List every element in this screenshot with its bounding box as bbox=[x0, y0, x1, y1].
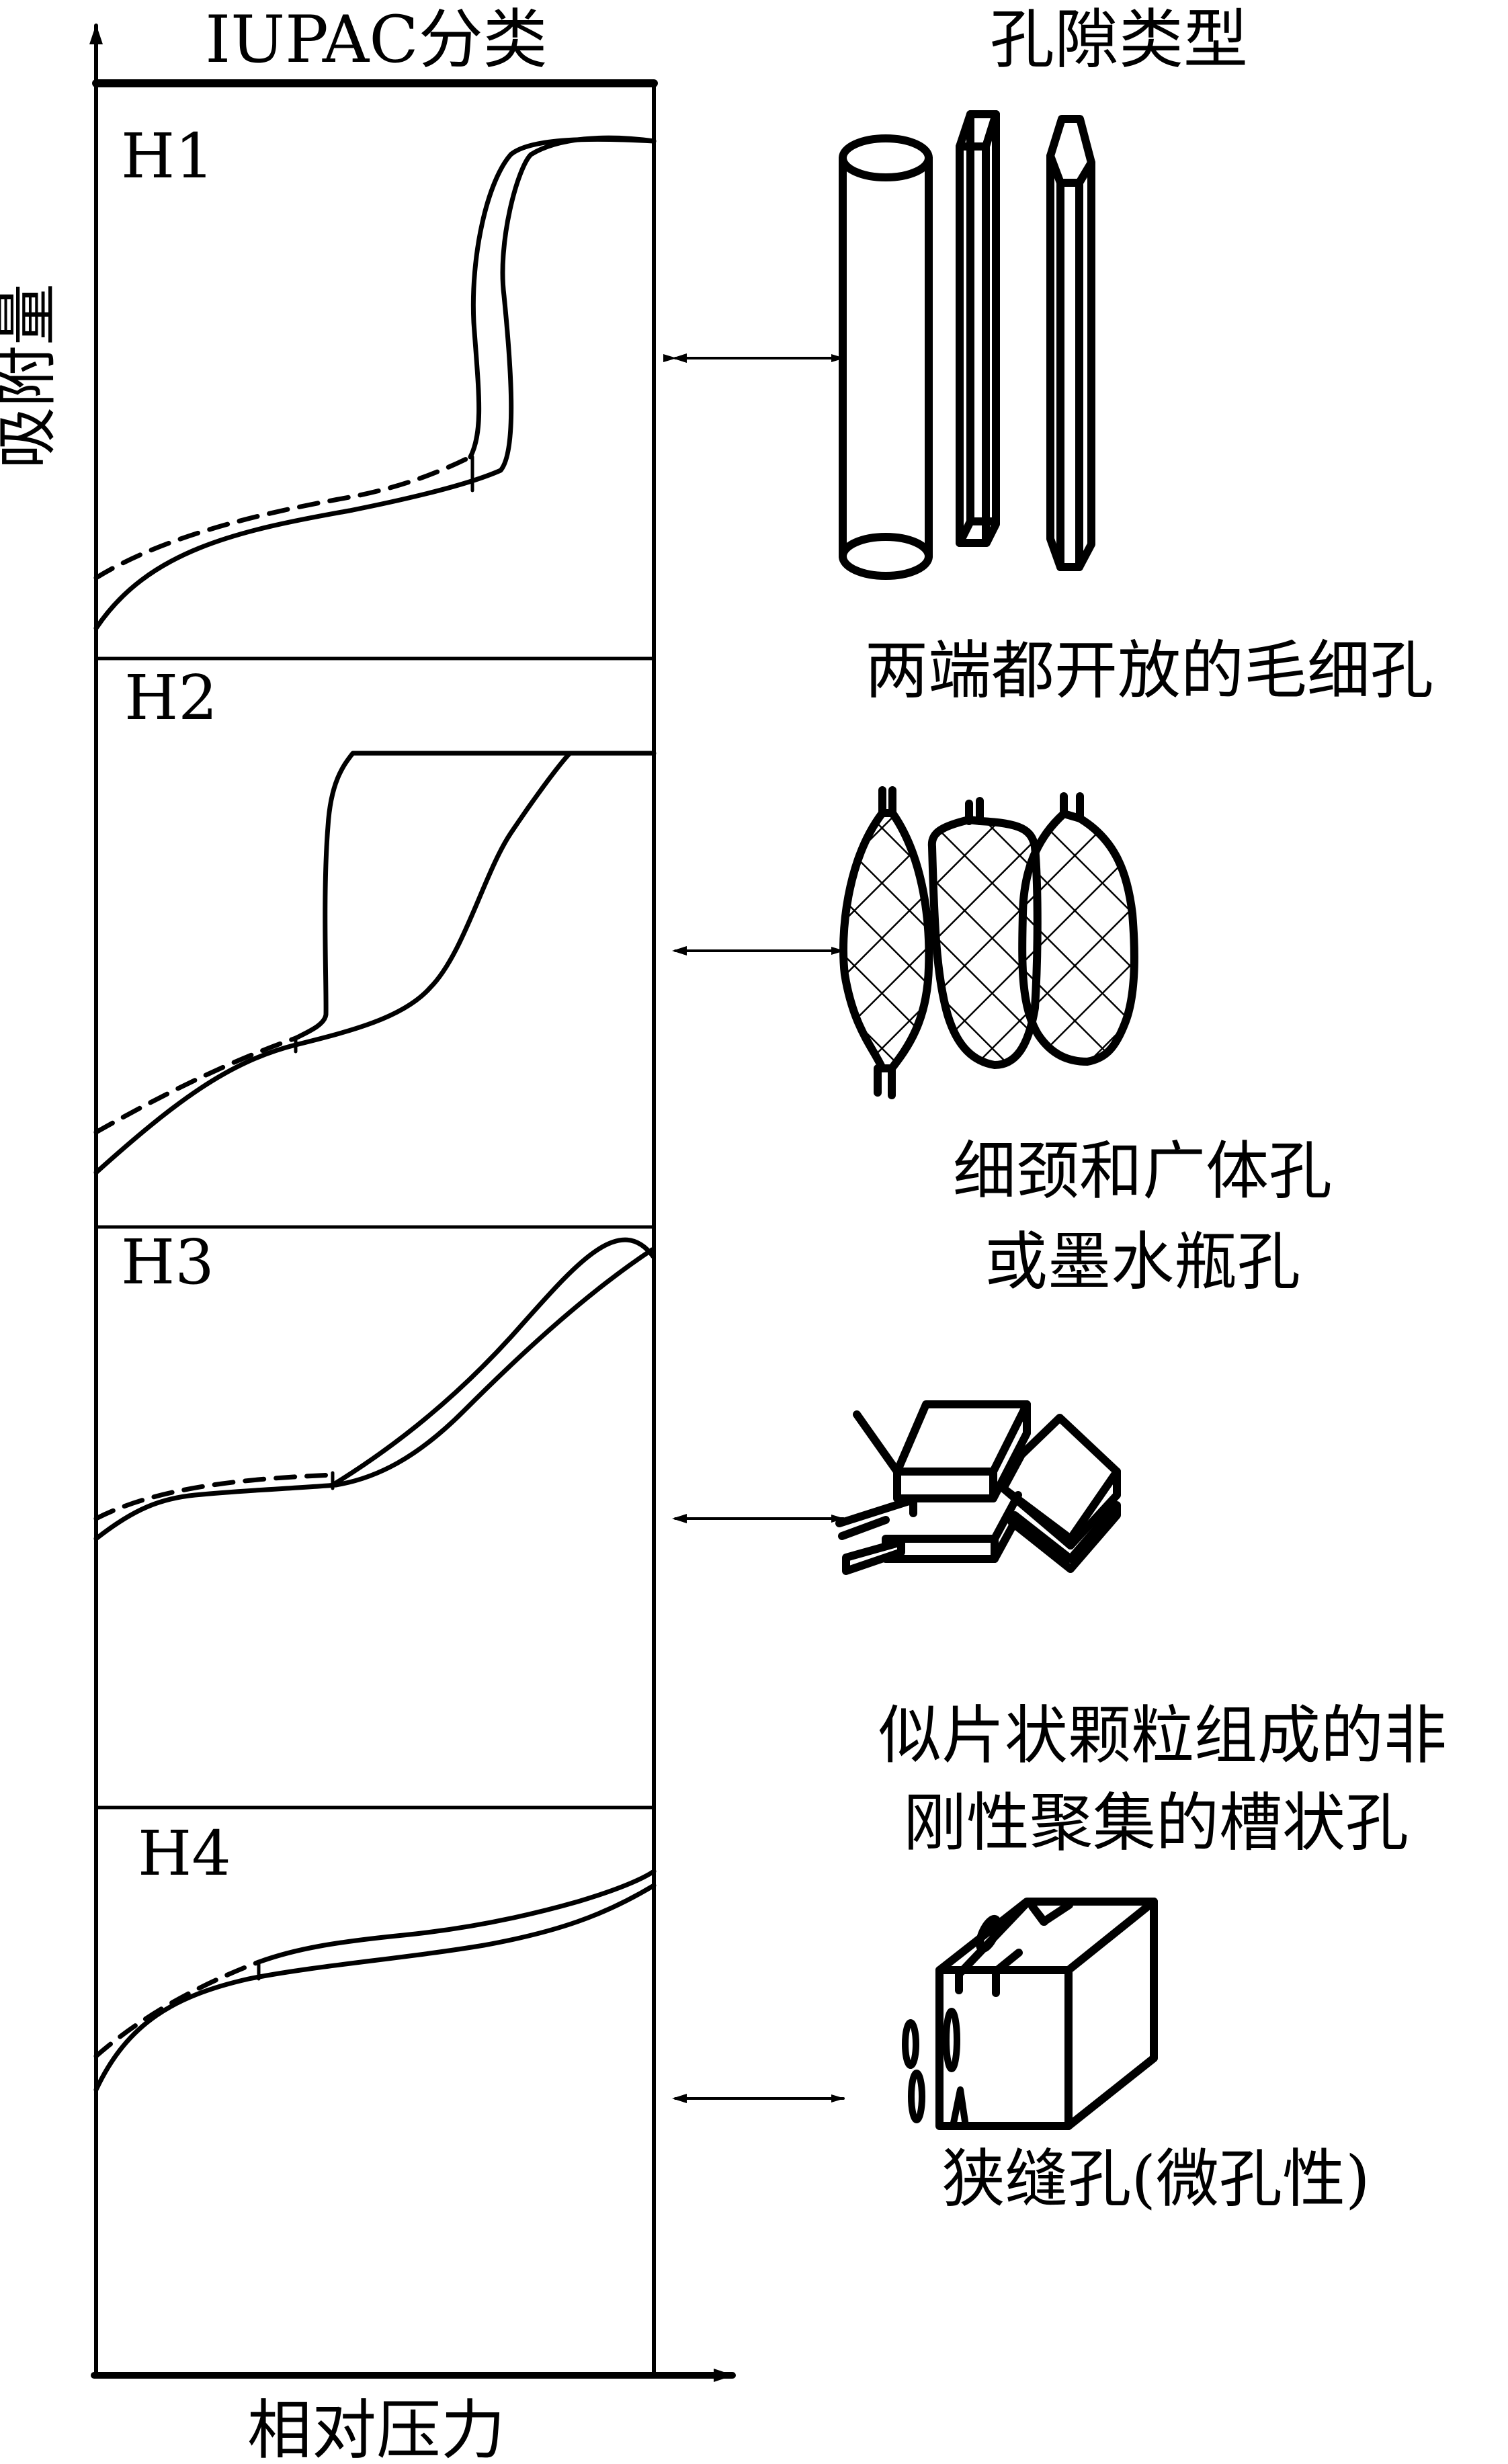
slit-block-icon bbox=[935, 1898, 1158, 2130]
slit-pores bbox=[902, 2008, 969, 2129]
ink-bottle-oval-icon bbox=[1018, 792, 1138, 1066]
h2-desorption-dashed bbox=[93, 1035, 298, 1135]
square-prism-icon bbox=[956, 110, 1000, 547]
caption-h3-line2: 刚性聚集的槽状孔 bbox=[903, 1787, 1409, 1860]
pore-type-h3: 似片状颗粒组成的非 刚性聚集的槽状孔 bbox=[835, 1400, 1447, 1860]
panel-label-h1: H1 bbox=[121, 120, 214, 192]
iupac-title: IUPAC分类 bbox=[205, 2, 547, 77]
x-axis-label: 相对压力 bbox=[247, 2393, 505, 2464]
panel-label-h4: H4 bbox=[138, 1818, 231, 1889]
h4-adsorption-branch bbox=[93, 1883, 657, 2092]
panel-label-h2: H2 bbox=[124, 662, 218, 734]
caption-h3-line1: 似片状颗粒组成的非 bbox=[878, 1699, 1447, 1773]
pore-types-title: 孔隙类型 bbox=[990, 2, 1248, 77]
hexagonal-prism-icon bbox=[1046, 115, 1095, 571]
pore-type-h2: 细颈和广体孔 或墨水瓶孔 bbox=[839, 786, 1332, 1299]
caption-h2-line1: 细颈和广体孔 bbox=[953, 1135, 1332, 1208]
panel-h3: H3 bbox=[93, 1226, 656, 1541]
h3-adsorption-branch bbox=[93, 1247, 655, 1541]
h3-desorption-branch bbox=[330, 1237, 656, 1488]
caption-h1: 两端都开放的毛细孔 bbox=[865, 634, 1433, 708]
y-axis-label: 吸附量 bbox=[0, 284, 63, 469]
h3-desorption-dashed bbox=[93, 1472, 335, 1521]
h2-adsorption-branch bbox=[93, 751, 657, 1175]
h2-desorption-branch bbox=[293, 751, 573, 1041]
h1-desorption-dashed bbox=[93, 454, 473, 581]
cylinder-icon bbox=[839, 134, 933, 580]
panel-h2: H2 bbox=[93, 662, 657, 1175]
h1-desorption-branch bbox=[468, 136, 657, 460]
ink-bottle-lens-icon bbox=[839, 786, 933, 1099]
h4-desorption-branch bbox=[256, 1869, 657, 1965]
connector-arrows bbox=[663, 353, 845, 2103]
panel-h4: H4 bbox=[93, 1818, 657, 2092]
caption-h2-line2: 或墨水瓶孔 bbox=[985, 1226, 1300, 1299]
caption-h4: 狭缝孔(微孔性) bbox=[941, 2143, 1370, 2216]
pore-type-h1: 两端都开放的毛细孔 bbox=[839, 110, 1433, 708]
h4-desorption-dashed bbox=[93, 1959, 261, 2059]
pore-type-h4: 狭缝孔(微孔性) bbox=[902, 1898, 1370, 2216]
stacked-plates-icon bbox=[835, 1400, 1121, 1575]
panel-h1: H1 bbox=[93, 120, 657, 631]
panel-label-h3: H3 bbox=[121, 1226, 214, 1298]
h1-adsorption-branch bbox=[93, 135, 657, 631]
panel-frame bbox=[92, 79, 658, 2377]
